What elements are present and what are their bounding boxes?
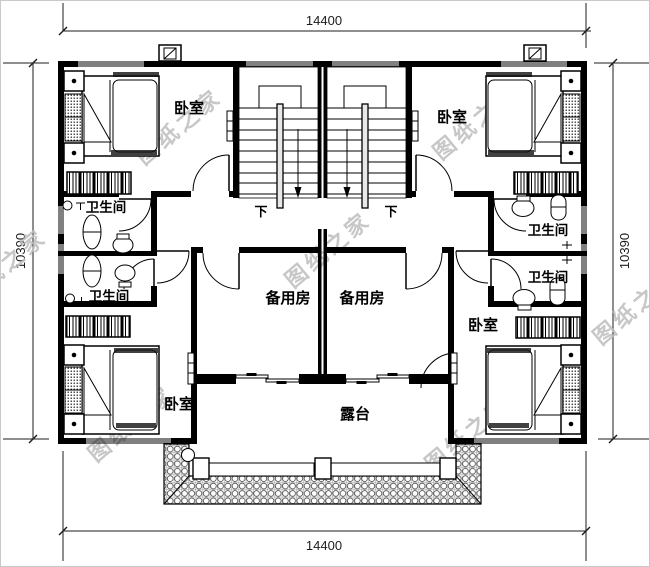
dimension-bottom: 14400 [306, 538, 342, 553]
stair-direction-arrow [294, 187, 302, 198]
terrace-post [192, 457, 210, 480]
blanket-fold [83, 92, 112, 143]
windows [58, 61, 587, 444]
flue-left [158, 44, 182, 62]
dimension-top: 14400 [306, 13, 342, 28]
bed-top-left [63, 70, 160, 164]
label-bedroom-top-left: 卧室 [174, 99, 204, 117]
staircase-right [326, 66, 407, 209]
bed-bottom-left [63, 344, 160, 435]
terrace [163, 443, 482, 505]
blanket-fold [533, 92, 562, 143]
label-stair-down-left: 下 [254, 204, 267, 219]
staircase-left [238, 66, 319, 209]
label-bedroom-top-right: 卧室 [437, 108, 467, 126]
door-leaves [187, 110, 458, 385]
stair-railing [361, 103, 369, 209]
label-stair-down-right: 下 [384, 204, 397, 219]
dimension-right: 10390 [617, 233, 632, 269]
blanket-fold [533, 366, 562, 416]
terrace-post [439, 457, 457, 480]
terrace-railing [330, 462, 441, 477]
toilet [512, 289, 536, 307]
dimension-lines [3, 3, 649, 561]
terrace-drain [181, 448, 195, 462]
label-bedroom-bottom-left: 卧室 [164, 395, 194, 413]
bed-top-right [485, 70, 582, 164]
bathroom-fixtures-left [62, 200, 136, 304]
stair-railing [276, 103, 284, 209]
label-bathroom-left-lower: 卫生间 [89, 288, 130, 304]
doors [118, 154, 527, 389]
bed-annotation [488, 150, 534, 155]
terrace-railing [208, 462, 315, 477]
room-labels: 卧室 卧室 卧室 卧室 卫生间 卫生间 卫生间 卫生间 备用房 备用房 露台 下… [86, 99, 569, 423]
sliding-door-left [235, 373, 300, 384]
bed-annotation [116, 423, 156, 428]
wardrobe-bottom-right [515, 316, 581, 339]
bed-annotation [486, 72, 532, 77]
flue-right [523, 44, 547, 62]
dimension-left: 10390 [13, 233, 28, 269]
bed-annotation [113, 72, 159, 77]
washbasin [62, 200, 73, 211]
label-bathroom-left-upper: 卫生间 [86, 199, 127, 215]
sliding-door-right [345, 373, 410, 384]
label-bedroom-bottom-right: 卧室 [468, 316, 498, 334]
wardrobe-bottom-left [65, 315, 131, 338]
bed-annotation [489, 423, 529, 428]
shower-fixture [549, 277, 566, 306]
terrace-post [314, 457, 332, 480]
label-bathroom-right-lower: 卫生间 [528, 269, 569, 285]
bed-annotation [487, 348, 531, 353]
wardrobe-top-right [513, 171, 579, 195]
bed-annotation [111, 150, 157, 155]
label-terrace: 露台 [340, 405, 370, 423]
label-spare-room-right: 备用房 [338, 289, 384, 307]
watermark-text: 图纸之家 [588, 264, 650, 350]
washbasin [65, 293, 75, 304]
toilet [511, 199, 535, 217]
wardrobe-top-left [66, 171, 132, 195]
blanket-fold [83, 366, 112, 416]
bed-bottom-right [485, 344, 582, 435]
bed-annotation [114, 348, 158, 353]
bathroom-fixtures-right [511, 193, 572, 311]
label-spare-room-left: 备用房 [264, 289, 310, 307]
label-bathroom-right-upper: 卫生间 [528, 222, 569, 238]
toilet [114, 264, 136, 282]
stair-direction-arrow [343, 187, 351, 198]
walls [58, 61, 587, 444]
